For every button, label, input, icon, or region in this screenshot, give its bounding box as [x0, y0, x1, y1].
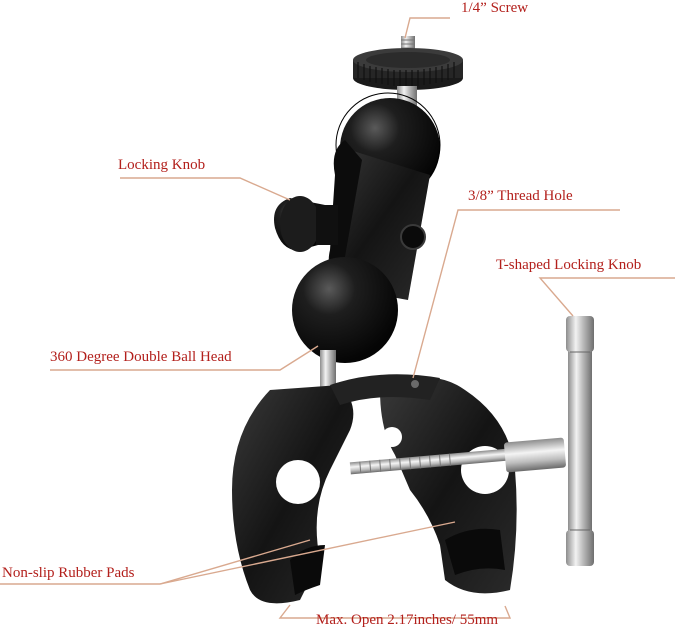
clamp-hole-left: [276, 460, 320, 504]
leader-lines: [0, 17, 675, 619]
clamp-screw-rod: [349, 437, 566, 475]
lower-ball: [292, 257, 398, 390]
label-quarter-inch-screw: 1/4” Screw: [461, 0, 529, 16]
leader-screw: [404, 17, 450, 39]
label-thread-hole: 3/8” Thread Hole: [468, 188, 573, 204]
clamp-thread-hole: [411, 380, 419, 388]
label-locking-knob: Locking Knob: [118, 157, 206, 173]
leader-t-knob: [538, 277, 675, 317]
rubber-pad-left: [290, 545, 325, 595]
leader-max-open: [278, 604, 512, 619]
thread-hole: [400, 224, 426, 250]
label-t-shaped-locking-knob: T-shaped Locking Knob: [496, 257, 642, 273]
clamp-body: [232, 374, 517, 604]
label-double-ball-head: 360 Degree Double Ball Head: [50, 349, 232, 365]
side-locking-knob: [274, 196, 338, 252]
label-max-open: Max. Open 2.17inches/ 55mm: [316, 612, 499, 628]
clamp-hinge-hole: [382, 427, 402, 447]
t-shaped-locking-knob: [566, 316, 594, 566]
label-rubber-pads: Non-slip Rubber Pads: [2, 565, 135, 581]
leader-thread-hole: [412, 209, 620, 379]
leader-rubber-pads-right: [159, 521, 456, 585]
lower-ball-stem: [320, 350, 336, 390]
leader-locking-knob: [120, 177, 291, 201]
rubber-pad-right: [445, 528, 505, 575]
knurled-top-knob: [353, 48, 463, 108]
leader-ball-head: [50, 345, 319, 371]
